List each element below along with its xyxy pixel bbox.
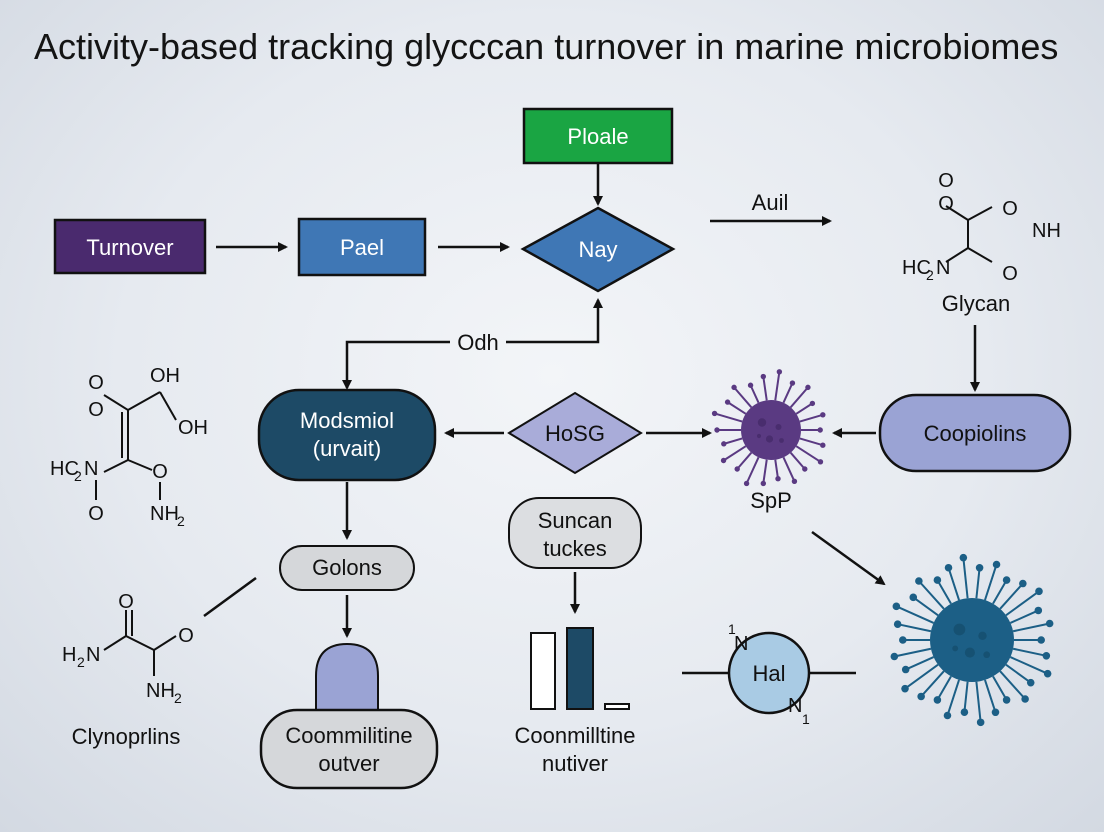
node-commilitine-label-1: Coommilitine	[285, 723, 412, 748]
node-hosg-label: HoSG	[545, 421, 605, 446]
arrow-odh-loop	[342, 340, 450, 390]
node-coopiolins-label: Coopiolins	[924, 421, 1027, 446]
microbe-teal-icon	[890, 553, 1054, 727]
node-suncan-label-1: Suncan	[538, 508, 613, 533]
hal-1-top: 1	[728, 621, 736, 637]
microbe-purple-icon	[711, 369, 826, 487]
svg-text:O: O	[178, 625, 194, 647]
svg-text:O: O	[1002, 263, 1018, 285]
node-pael-label: Pael	[340, 235, 384, 260]
left-chem-structure-icon: O O OH OH HC 2 N O O NH 2	[50, 365, 208, 529]
node-connmilltine-label: Coonmilltine nutiver	[514, 723, 635, 776]
node-commilitine: Coommilitine outver	[259, 708, 439, 790]
hal-n-bottom: N	[788, 695, 802, 717]
node-nay: Nay	[520, 206, 676, 293]
node-turnover: Turnover	[53, 218, 207, 275]
svg-text:O: O	[938, 170, 954, 192]
hal-1-bottom: 1	[802, 711, 810, 727]
svg-text:NH: NH	[146, 680, 175, 702]
svg-text:N: N	[84, 458, 98, 480]
node-connmilltine-label-2: nutiver	[542, 751, 608, 776]
bar-chart-icon	[530, 627, 630, 710]
svg-text:HC: HC	[50, 458, 79, 480]
svg-text:N: N	[936, 257, 950, 279]
svg-text:O: O	[88, 503, 104, 525]
svg-text:O: O	[152, 461, 168, 483]
svg-text:NH: NH	[1032, 220, 1061, 242]
node-hal: Hal N 1 N 1	[727, 621, 811, 727]
page-title: Activity-based tracking glycccan turnove…	[34, 26, 1059, 67]
svg-text:2: 2	[74, 468, 82, 484]
glycan-structure-icon: O O O NH HC 2 N O	[902, 170, 1061, 285]
node-modsmiol-label-1: Modsmiol	[300, 408, 394, 433]
arrow-odh-to-nay	[506, 298, 603, 344]
arrow-spp-microbe	[811, 530, 886, 586]
node-golons: Golons	[279, 545, 415, 591]
bottom-chem-structure-icon: O O H 2 N NH 2	[62, 591, 194, 706]
label-glycan: Glycan	[942, 291, 1010, 316]
node-turnover-label: Turnover	[86, 235, 173, 260]
node-golons-label: Golons	[312, 555, 382, 580]
svg-text:O: O	[118, 591, 134, 613]
node-connmilltine-label-1: Coonmilltine	[514, 723, 635, 748]
svg-text:O: O	[938, 193, 954, 215]
connectors	[203, 164, 980, 675]
svg-text:OH: OH	[150, 365, 180, 387]
node-modsmiol: Modsmiol (urvait)	[257, 388, 437, 482]
node-ploale: Ploale	[522, 107, 674, 165]
node-pael: Pael	[297, 217, 427, 277]
node-hal-label: Hal	[752, 661, 785, 686]
svg-text:2: 2	[177, 513, 185, 529]
svg-text:2: 2	[77, 654, 85, 670]
svg-text:2: 2	[926, 267, 934, 283]
node-suncan-label-2: tuckes	[543, 536, 607, 561]
hal-n-top: N	[734, 633, 748, 655]
node-ploale-label: Ploale	[567, 124, 628, 149]
node-nay-label: Nay	[578, 237, 617, 262]
node-modsmiol-label-2: (urvait)	[313, 436, 381, 461]
label-spp: SpP	[750, 488, 792, 513]
node-suncan: Suncan tuckes	[508, 497, 642, 569]
label-auil: Auil	[752, 190, 789, 215]
svg-text:N: N	[86, 644, 100, 666]
svg-text:O: O	[88, 399, 104, 421]
label-clynoprlins: Clynoprlins	[72, 724, 181, 749]
dome-shape	[315, 642, 379, 713]
svg-text:2: 2	[174, 690, 182, 706]
svg-text:NH: NH	[150, 503, 179, 525]
svg-text:H: H	[62, 644, 76, 666]
node-hosg: HoSG	[507, 391, 643, 475]
svg-text:O: O	[88, 372, 104, 394]
label-odh: Odh	[457, 330, 499, 355]
svg-text:HC: HC	[902, 257, 931, 279]
svg-text:OH: OH	[178, 417, 208, 439]
svg-text:O: O	[1002, 198, 1018, 220]
line-golons-chem	[203, 576, 257, 618]
node-coopiolins: Coopiolins	[878, 393, 1072, 473]
node-commilitine-label-2: outver	[318, 751, 379, 776]
